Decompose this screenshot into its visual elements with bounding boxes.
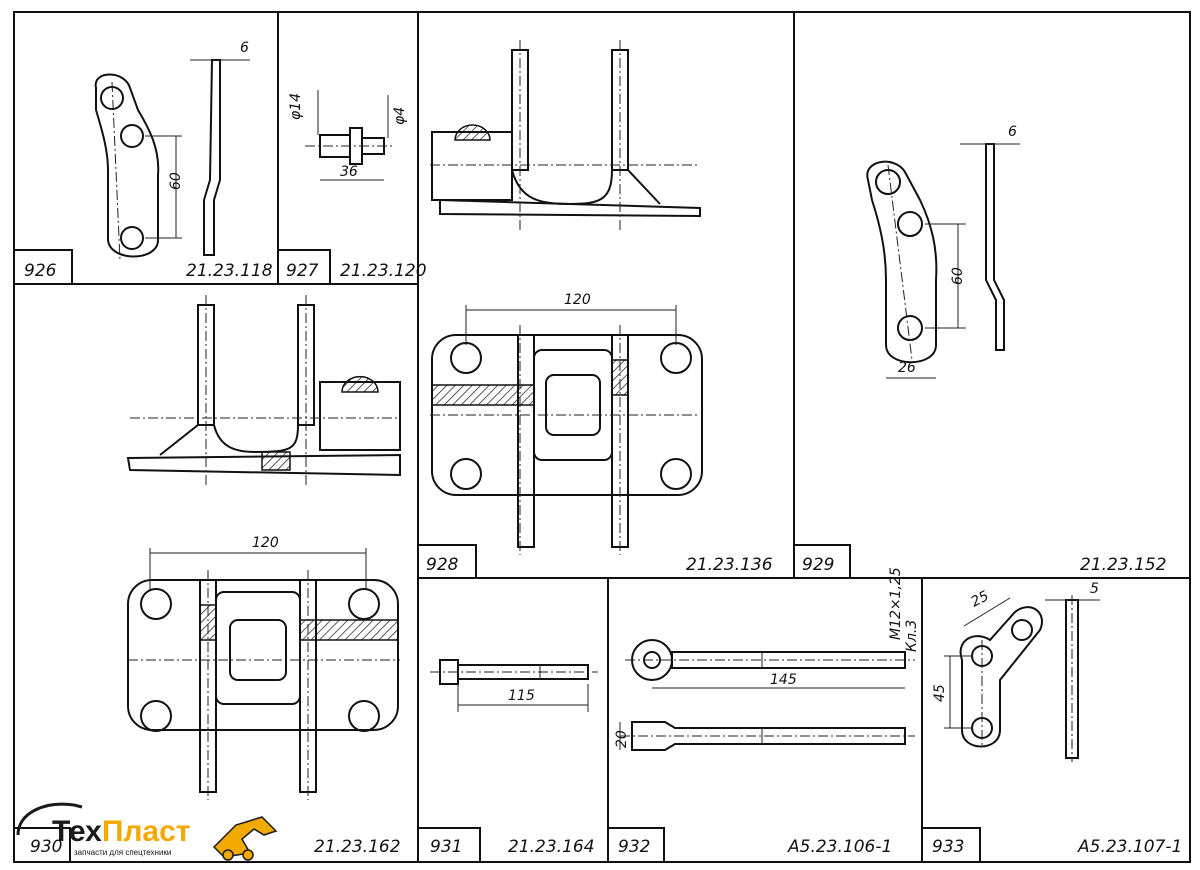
part-932-drawing — [619, 639, 915, 751]
cell-926-number: 926 — [24, 261, 57, 281]
logo-text-dark: Тех — [52, 815, 102, 848]
logo-text-accent: Пласт — [102, 815, 191, 848]
logo-tagline: запчасти для спецтехники — [74, 848, 171, 857]
cell-933-number: 933 — [932, 837, 964, 857]
dim-926-spacing: 60 — [168, 172, 184, 190]
part-929-drawing — [866, 143, 1020, 379]
part-927-drawing — [305, 90, 395, 181]
dim-933-spacing: 25 — [968, 588, 991, 611]
dim-932-width: 20 — [614, 730, 630, 748]
cell-929-code: 21.23.152 — [1080, 555, 1167, 575]
dim-933-height: 45 — [932, 684, 948, 702]
cell-926-code: 21.23.118 — [186, 261, 273, 281]
cell-931-code: 21.23.164 — [508, 837, 595, 857]
cell-930-number: 930 — [30, 837, 62, 857]
cell-927-number: 927 — [286, 261, 319, 281]
dim-927-length: 36 — [340, 164, 358, 180]
cell-931-number: 931 — [430, 837, 462, 857]
dim-926-thickness: 6 — [240, 40, 249, 56]
cell-932-code: А5.23.106-1 — [787, 837, 892, 857]
part-928-drawing — [430, 40, 703, 555]
dim-930-width: 120 — [252, 535, 279, 551]
dim-927-diameter-large: φ14 — [288, 93, 304, 120]
dim-933-thickness: 5 — [1090, 581, 1099, 597]
dim-932-length: 145 — [770, 672, 797, 688]
dim-932-thread: M12×1,25 — [888, 567, 904, 640]
cell-927-code: 21.23.120 — [340, 261, 427, 281]
part-926-drawing — [94, 59, 250, 261]
cell-930-code: 21.23.162 — [314, 837, 401, 857]
svg-text:ТехПласт: ТехПласт — [52, 815, 191, 848]
dim-929-spacing: 60 — [950, 267, 966, 285]
cell-928-code: 21.23.136 — [686, 555, 773, 575]
cell-933-code: А5.23.107-1 — [1077, 837, 1182, 857]
excavator-icon — [16, 802, 278, 861]
cell-929-number: 929 — [802, 555, 834, 575]
company-logo: ТехПласт запчасти для спецтехники — [16, 802, 278, 861]
part-930-drawing — [126, 295, 401, 800]
dim-927-diameter-small: φ4 — [392, 107, 408, 125]
part-931-drawing — [430, 659, 598, 712]
cell-932-number: 932 — [618, 837, 650, 857]
sheet-grid — [13, 11, 1191, 863]
dim-928-width: 120 — [564, 292, 591, 308]
dim-931-length: 115 — [508, 688, 535, 704]
part-933-drawing — [944, 595, 1100, 762]
dim-932-class: Кл.3 — [904, 620, 920, 652]
cell-928-number: 928 — [426, 555, 459, 575]
dim-929-thickness: 6 — [1008, 124, 1017, 140]
dim-929-width: 26 — [898, 360, 916, 376]
